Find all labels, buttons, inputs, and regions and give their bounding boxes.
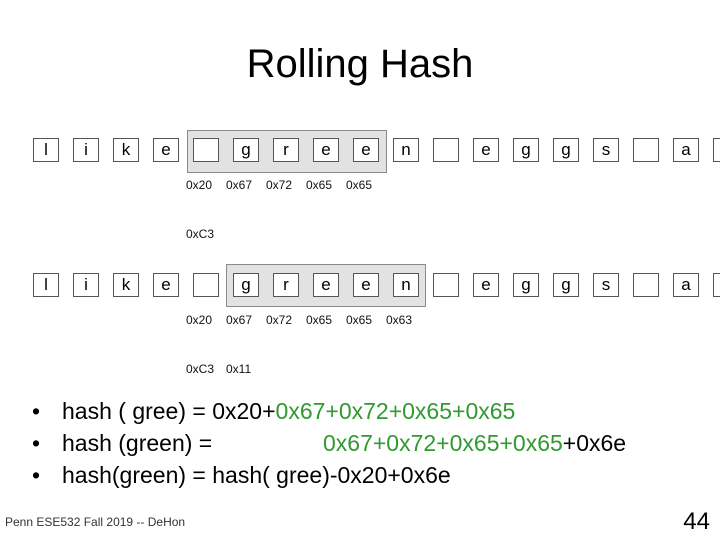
hash-sum: 0x11 xyxy=(226,362,252,376)
char-cell: k xyxy=(113,273,139,297)
bullet-item: • hash(green) = hash( gree)-0x20+0x6e xyxy=(32,459,626,491)
char-cell: r xyxy=(273,138,299,162)
bullet-list: •hash ( gree) = 0x20+0x67+0x72+0x65+0x65… xyxy=(32,395,626,491)
char-cell xyxy=(433,138,459,162)
hex-label: 0x20 xyxy=(186,313,213,327)
char-cell: n xyxy=(393,138,419,162)
char-cell: e xyxy=(353,138,379,162)
char-cell: l xyxy=(33,273,59,297)
char-cell xyxy=(713,273,720,297)
bullet-text: +0x6e xyxy=(562,430,627,456)
char-cell: s xyxy=(593,138,619,162)
bullet-dot: • xyxy=(32,430,41,456)
page-number: 44 xyxy=(683,508,710,535)
bullet-text: hash (green) = xyxy=(62,430,213,456)
hex-label: 0x65 xyxy=(306,313,333,327)
hex-label: 0x67 xyxy=(226,178,253,192)
char-cell: i xyxy=(73,138,99,162)
hash-sum: 0xC3 xyxy=(186,362,215,376)
char-cell: g xyxy=(513,138,539,162)
bullet-text: hash(green) = hash( gree)-0x20+0x6e xyxy=(62,462,451,488)
char-cell: g xyxy=(553,138,579,162)
char-cell xyxy=(193,138,219,162)
char-cell xyxy=(193,273,219,297)
char-cell: e xyxy=(313,273,339,297)
slide-title: Rolling Hash xyxy=(246,42,474,86)
char-cell xyxy=(713,138,720,162)
char-cell: e xyxy=(153,138,179,162)
hex-label: 0x72 xyxy=(266,178,293,192)
char-cell: e xyxy=(313,138,339,162)
char-cell: g xyxy=(513,273,539,297)
char-cell: s xyxy=(593,273,619,297)
char-cell xyxy=(633,138,659,162)
char-cell: e xyxy=(473,138,499,162)
bullet-dot: • xyxy=(32,462,41,488)
char-cell: l xyxy=(33,138,59,162)
char-cell: g xyxy=(233,138,259,162)
hex-label: 0x72 xyxy=(266,313,293,327)
hex-label: 0x65 xyxy=(306,178,333,192)
footer-text: Penn ESE532 Fall 2019 -- DeHon xyxy=(5,515,186,529)
hex-label: 0x20 xyxy=(186,178,213,192)
hex-label: 0x65 xyxy=(346,313,373,327)
hex-label: 0x65 xyxy=(346,178,373,192)
char-cell: r xyxy=(273,273,299,297)
hex-label: 0x63 xyxy=(386,313,413,327)
bullet-dot: • xyxy=(32,398,41,424)
char-cell: g xyxy=(233,273,259,297)
char-cell: a xyxy=(673,138,699,162)
char-cell: i xyxy=(73,273,99,297)
char-cell xyxy=(633,273,659,297)
char-cell: e xyxy=(153,273,179,297)
char-cell: g xyxy=(553,273,579,297)
char-cell: e xyxy=(353,273,379,297)
char-cell: k xyxy=(113,138,139,162)
hex-label: 0x67 xyxy=(226,313,253,327)
bullet-item: • hash (green) = 0x67+0x72+0x65+0x65+0x6e xyxy=(32,427,626,459)
hash-sum: 0xC3 xyxy=(186,227,215,241)
char-cell: e xyxy=(473,273,499,297)
bullet-item: • hash ( gree) = 0x20+0x67+0x72+0x65+0x65 xyxy=(32,395,626,427)
bullet-text-highlight: 0x67+0x72+0x65+0x65 xyxy=(323,430,563,456)
bullet-text-highlight: 0x67+0x72+0x65+0x65 xyxy=(275,398,516,424)
char-cell: a xyxy=(673,273,699,297)
char-cell: n xyxy=(393,273,419,297)
char-cell xyxy=(433,273,459,297)
bullet-text: hash ( gree) = 0x20+ xyxy=(62,398,276,424)
